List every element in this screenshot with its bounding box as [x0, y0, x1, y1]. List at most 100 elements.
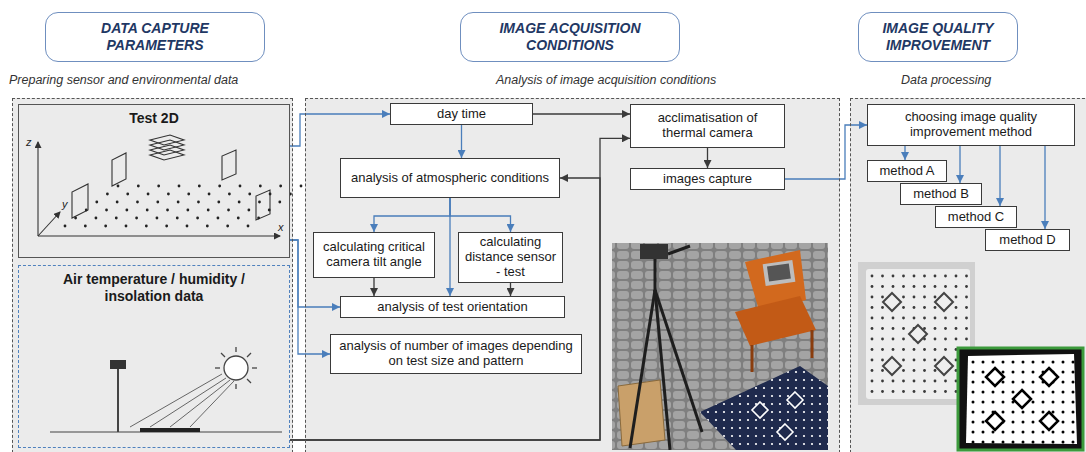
thermal-image-improved [1012, 441, 1015, 444]
thermal-image-raw [935, 293, 953, 311]
test-2d-figure [187, 193, 190, 196]
thermal-image-improved [972, 391, 975, 394]
thermal-image-raw [965, 306, 968, 309]
thermal-image-raw [881, 285, 884, 288]
thermal-image-raw [944, 380, 947, 383]
process-box: choosing image quality improvement metho… [867, 104, 1075, 146]
method-box: method D [985, 229, 1070, 251]
figure-box: Test 2D [18, 104, 290, 258]
field-photo [630, 290, 655, 448]
thermal-image-improved [1012, 361, 1015, 364]
thermal-image-improved [986, 368, 1058, 430]
node-text: Air temperature / humidity / insolation … [49, 271, 259, 305]
section-panel: Analysis of image acquisition conditions… [305, 98, 840, 452]
axis-label: z [26, 137, 32, 148]
test-2d-figure [106, 193, 109, 196]
method-box: method B [900, 183, 982, 205]
thermal-image-improved [1002, 441, 1005, 444]
thermal-image-improved [982, 381, 985, 384]
thermal-image-improved [992, 401, 995, 404]
insolation-figure [215, 367, 220, 368]
thermal-image-raw [871, 285, 874, 288]
thermal-image-raw [883, 293, 901, 311]
thermal-image-raw [902, 359, 905, 362]
thermal-image-improved [1072, 371, 1075, 374]
thermal-image-improved [958, 348, 1083, 450]
test-2d-figure [117, 185, 120, 188]
node-text: day time [437, 107, 486, 122]
connector-arrow [290, 178, 600, 440]
test-2d-figure [186, 225, 189, 228]
test-2d-figure [176, 217, 179, 220]
test-2d-figure [125, 209, 128, 212]
thermal-image-improved [972, 421, 975, 424]
figure-box: Air temperature / humidity / insolation … [18, 265, 290, 448]
thermal-image-raw [965, 327, 968, 330]
thermal-image-improved [982, 441, 985, 444]
node-text: calculating distance sensor - test [463, 235, 558, 280]
thermal-image-improved [1002, 431, 1005, 434]
field-photo [811, 330, 814, 358]
node-text: IMAGE QUALITY IMPROVEMENT [871, 20, 1005, 54]
thermal-image-raw [923, 296, 926, 299]
test-2d-figure [165, 225, 168, 228]
thermal-image-improved [1032, 431, 1035, 434]
test-2d-figure [206, 225, 209, 228]
test-2d-figure [197, 201, 200, 204]
thermal-image-raw [892, 348, 895, 351]
process-box: analysis of number of images depending o… [330, 334, 582, 374]
thermal-image-improved [1012, 431, 1015, 434]
thermal-image-raw [871, 380, 874, 383]
node-text: DATA CAPTURE PARAMETERS [58, 20, 252, 54]
thermal-image-raw [902, 317, 905, 320]
thermal-image-raw [923, 285, 926, 288]
thermal-image-raw [871, 369, 874, 372]
thermal-image-raw [913, 285, 916, 288]
test-2d-figure [104, 225, 107, 228]
test-2d-figure [279, 185, 282, 188]
thermal-image-improved [982, 371, 985, 374]
insolation-figure [140, 428, 200, 432]
connector-arrow [374, 198, 450, 232]
test-2d-figure [126, 193, 129, 196]
field-photo [751, 345, 754, 372]
thermal-image-improved [1072, 401, 1075, 404]
node-text: analysis of atmospheric conditions [351, 171, 549, 186]
thermal-image-raw [934, 359, 937, 362]
thermal-image-raw [881, 369, 884, 372]
thermal-image-improved [972, 441, 975, 444]
test-2d-figure [207, 209, 210, 212]
connector-arrow [373, 278, 374, 296]
thermal-image-raw [955, 296, 958, 299]
node-text: method B [913, 187, 969, 202]
thermal-image-raw [955, 306, 958, 309]
panel-ground [12, 98, 1086, 452]
thermal-image-raw [881, 359, 884, 362]
thermal-image-improved [1022, 441, 1025, 444]
test-2d-figure [157, 185, 160, 188]
connector-arrow [290, 138, 630, 440]
thermal-image-improved [1052, 431, 1055, 434]
thermal-image-improved [1040, 412, 1058, 430]
field-photo [787, 392, 803, 408]
test-2d-figure [256, 190, 270, 220]
thermal-image-raw [902, 348, 905, 351]
thermal-image-raw [902, 380, 905, 383]
thermal-image-improved [1042, 431, 1045, 434]
thermal-image-raw [934, 380, 937, 383]
thermal-image-raw [871, 317, 874, 320]
thermal-image-improved [1052, 411, 1055, 414]
thermal-image-improved [972, 401, 975, 404]
thermal-image-raw [871, 306, 874, 309]
thermal-image-improved [1002, 391, 1005, 394]
field-photo [767, 264, 791, 282]
thermal-image-improved [972, 361, 1075, 444]
thermal-image-raw [881, 380, 884, 383]
thermal-image-improved [1062, 361, 1065, 364]
thermal-image-raw [923, 390, 926, 393]
insolation-figure [235, 384, 236, 389]
thermal-image-raw [944, 338, 947, 341]
connector-arrow [904, 146, 905, 160]
thermal-image-raw [965, 285, 968, 288]
insolation-figure [190, 381, 234, 427]
